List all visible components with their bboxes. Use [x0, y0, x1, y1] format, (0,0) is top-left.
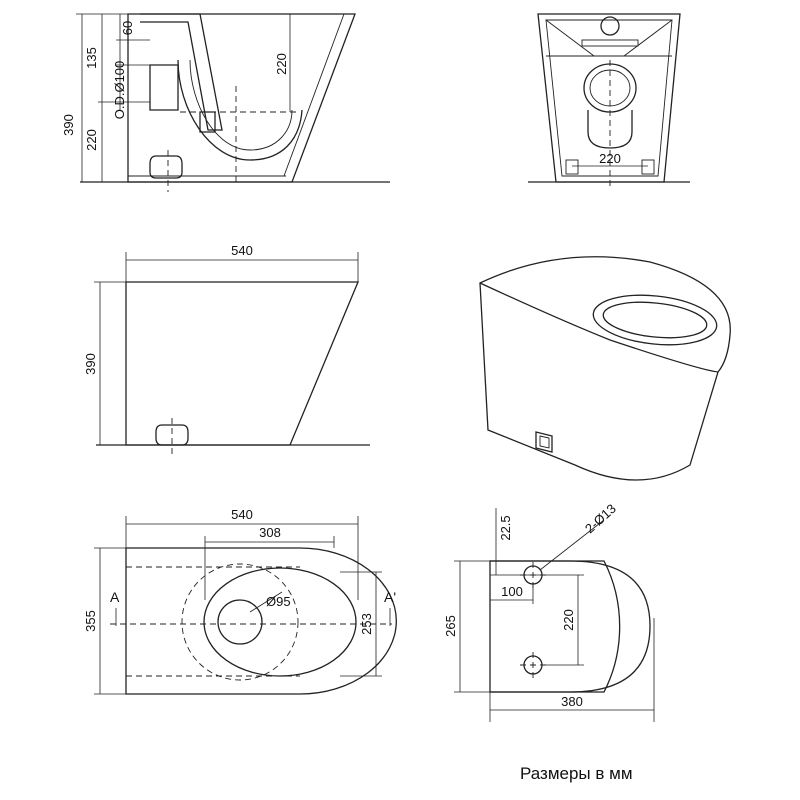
outlet-pipe — [149, 64, 179, 111]
dim-100: 100 — [501, 584, 523, 599]
bowl-inner-curve — [189, 59, 293, 151]
seat-rim-inner — [602, 301, 708, 339]
base-outline — [489, 560, 621, 693]
perspective-view — [479, 256, 731, 481]
section-body-outline — [127, 13, 356, 183]
perspective-fixing-hole — [535, 431, 553, 453]
dim-2-d13: 2-Ø13 — [582, 501, 619, 536]
dim-390: 390 — [61, 114, 76, 136]
perspective-rim-edge — [609, 339, 719, 373]
fixing-hole — [149, 155, 183, 179]
outlet-circle — [217, 599, 263, 645]
leader-2-d13 — [539, 519, 605, 571]
bowl-trap-curve — [177, 59, 303, 161]
dim-253: 253 — [359, 613, 374, 635]
perspective-body — [479, 256, 731, 481]
front-view: 220 — [528, 13, 690, 190]
dim-220-front: 220 — [599, 151, 621, 166]
perspective-fixing-hole-inner — [539, 435, 550, 449]
side-body-outline — [125, 281, 359, 446]
dim-355: 355 — [83, 610, 98, 632]
dim-380: 380 — [561, 694, 583, 709]
dim-390-side: 390 — [83, 353, 98, 375]
dim-22-5: 22.5 — [498, 515, 513, 540]
base-view: 22.5 2-Ø13 100 265 220 380 — [443, 501, 655, 722]
dim-540-side: 540 — [231, 243, 253, 258]
dim-220-base: 220 — [561, 609, 576, 631]
dim-od100: O.D.Ø100 — [112, 61, 127, 120]
dim-d95: Ø95 — [266, 594, 291, 609]
side-view: 540 390 — [83, 243, 370, 455]
perspective-top-edge — [479, 282, 611, 341]
seat-rim-outer — [592, 294, 718, 346]
top-body-outline — [125, 547, 397, 695]
section-mark-a: A — [110, 589, 120, 605]
bowl-dashed-circle — [181, 563, 299, 681]
dim-220: 220 — [84, 129, 99, 151]
dim-540-top: 540 — [231, 507, 253, 522]
inlet-circle — [600, 16, 620, 36]
trap-profile — [587, 110, 633, 149]
top-view: 540 308 355 253 Ø95 A A' — [83, 507, 397, 695]
units-caption: Размеры в мм — [520, 764, 633, 783]
brace-line — [545, 19, 595, 57]
dim-308: 308 — [259, 525, 281, 540]
foot-right — [641, 159, 655, 175]
section-view: 390 220 135 60 O.D.Ø100 220 — [61, 13, 390, 192]
dim-60: 60 — [120, 21, 135, 35]
leader-d95 — [249, 591, 283, 613]
side-fixing-hole — [155, 424, 189, 446]
brace-line — [623, 19, 673, 57]
dim-135: 135 — [84, 47, 99, 69]
front-inner-outline — [545, 19, 673, 177]
inner-wall-line — [283, 13, 345, 177]
label-plate — [581, 39, 639, 47]
dim-265: 265 — [443, 615, 458, 637]
front-body-outline — [537, 13, 681, 183]
foot-left — [565, 159, 579, 175]
base-inner-outline — [490, 560, 651, 693]
dim-220-right: 220 — [274, 53, 289, 75]
bowl-outline — [203, 567, 357, 677]
section-mark-a-prime: A' — [384, 589, 396, 605]
